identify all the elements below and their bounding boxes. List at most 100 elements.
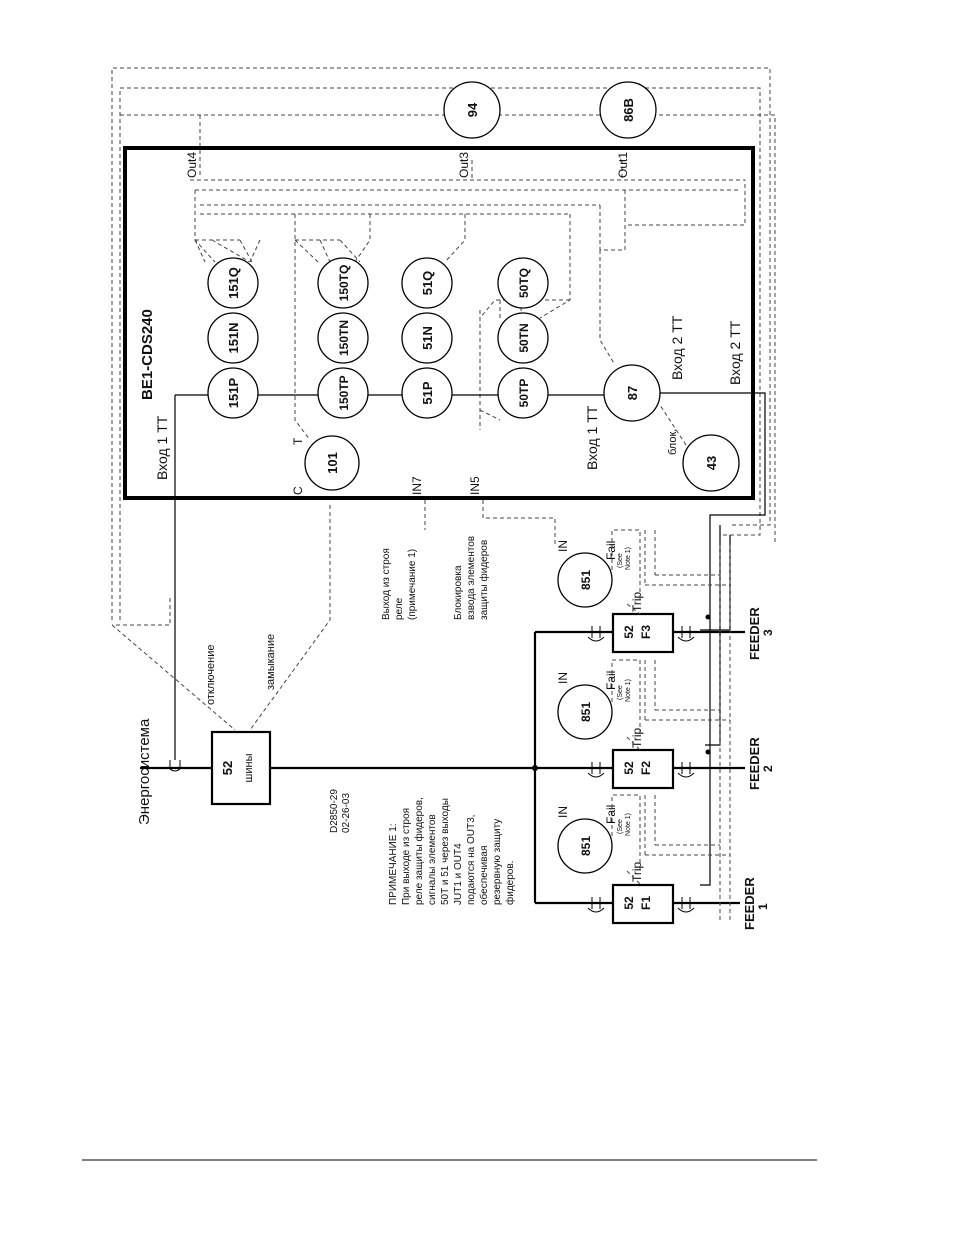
svg-text:Fail: Fail bbox=[604, 671, 618, 690]
block-label: блок. bbox=[667, 429, 679, 455]
relay-box bbox=[123, 146, 755, 500]
svg-text:Note 1): Note 1) bbox=[625, 547, 632, 570]
main-breaker-num: 52 bbox=[220, 761, 235, 775]
svg-text:150TN: 150TN bbox=[337, 320, 351, 356]
svg-text:Блокировка: Блокировка bbox=[453, 565, 464, 620]
in7-label: IN7 bbox=[410, 476, 424, 495]
svg-text:94: 94 bbox=[465, 102, 480, 117]
svg-text:взвода элементов: взвода элементов bbox=[466, 536, 477, 620]
svg-text:При выходе из строя: При выходе из строя bbox=[401, 808, 412, 905]
input1-label: Вход 1 ТТ bbox=[154, 415, 170, 480]
svg-text:87: 87 bbox=[625, 386, 640, 400]
svg-text:50T и 51 через выходы: 50T и 51 через выходы bbox=[440, 798, 451, 905]
element-151N: 151N bbox=[207, 312, 259, 364]
svg-text:ПРИМЕЧАНИЕ 1:: ПРИМЕЧАНИЕ 1: bbox=[388, 823, 399, 905]
svg-text:150TP: 150TP bbox=[337, 375, 351, 410]
svg-text:Trip: Trip bbox=[630, 727, 644, 748]
element-51Q: 51Q bbox=[401, 257, 453, 309]
svg-text:защиты фидеров: защиты фидеров bbox=[478, 540, 490, 620]
element-151P: 151P bbox=[207, 367, 259, 419]
feeder-F1: 52 F1 851 Trip Fail IN (See Note 1) FEED… bbox=[535, 794, 770, 930]
svg-text:150TQ: 150TQ bbox=[337, 265, 351, 302]
svg-text:(примечание 1): (примечание 1) bbox=[407, 549, 418, 620]
element-50TQ: 50TQ bbox=[497, 257, 549, 309]
svg-text:51P: 51P bbox=[420, 381, 435, 404]
relay-fail-label: Выход из строя реле (примечание 1) bbox=[381, 548, 418, 620]
energy-system-label: Энергосистема bbox=[136, 718, 153, 825]
relay-elements: 151P 151N 151Q 150TP 150TN 150TQ 51P 51 bbox=[207, 257, 740, 492]
element-150TP: 150TP bbox=[317, 367, 369, 419]
svg-text:Fail: Fail bbox=[604, 541, 618, 560]
svg-text:50TQ: 50TQ bbox=[517, 268, 531, 298]
svg-text:(See: (See bbox=[617, 685, 624, 700]
svg-text:43: 43 bbox=[704, 456, 719, 470]
svg-text:52: 52 bbox=[622, 625, 636, 639]
svg-text:Fail: Fail bbox=[604, 805, 618, 824]
svg-text:Note 1): Note 1) bbox=[625, 679, 632, 702]
input2-label-outer: Вход 2 ТТ bbox=[727, 320, 743, 385]
feeder-relay-F2 bbox=[557, 684, 613, 740]
out4-label: Out4 bbox=[185, 152, 199, 178]
block-43-line bbox=[659, 404, 687, 446]
main-breaker bbox=[210, 730, 272, 806]
svg-text:обеспечивая: обеспечивая bbox=[478, 846, 490, 905]
svg-text:F1: F1 bbox=[639, 896, 653, 910]
svg-text:(See: (See bbox=[617, 819, 624, 834]
relay-86B: 86B bbox=[599, 81, 657, 139]
svg-text:50TP: 50TP bbox=[517, 379, 531, 408]
note-block: ПРИМЕЧАНИЕ 1: При выходе из строя реле з… bbox=[388, 797, 516, 905]
svg-text:86B: 86B bbox=[621, 98, 636, 122]
svg-text:реле: реле bbox=[394, 597, 405, 620]
feeder-relay-F3 bbox=[557, 552, 613, 608]
svg-text:151N: 151N bbox=[226, 322, 241, 353]
svg-text:1: 1 bbox=[756, 903, 770, 910]
breaker-F2 bbox=[611, 748, 675, 790]
feeder-F3: 52 F3 851 Trip Fail IN (See Note 1) FEED… bbox=[535, 529, 775, 660]
svg-text:JUT1 и OUT4: JUT1 и OUT4 bbox=[453, 843, 464, 905]
svg-text:сигналы элементов: сигналы элементов bbox=[427, 814, 438, 905]
outer-dashed-wiring bbox=[111, 67, 776, 731]
main-breaker-sub: шины bbox=[243, 753, 255, 782]
svg-text:851: 851 bbox=[579, 570, 593, 590]
element-51N: 51N bbox=[401, 312, 453, 364]
svg-text:F3: F3 bbox=[639, 625, 653, 639]
svg-text:52: 52 bbox=[622, 896, 636, 910]
out1-label: Out1 bbox=[616, 152, 630, 178]
element-51P: 51P bbox=[401, 367, 453, 419]
close-label: замыкание bbox=[265, 634, 277, 690]
svg-text:подаются на OUT3,: подаются на OUT3, bbox=[466, 815, 477, 905]
out3-label: Out3 bbox=[457, 152, 471, 178]
relay-title: BE1-CDS240 bbox=[139, 309, 156, 400]
svg-text:851: 851 bbox=[579, 702, 593, 722]
element-150TQ: 150TQ bbox=[317, 257, 369, 309]
c-label: C bbox=[291, 486, 305, 495]
svg-text:50TN: 50TN bbox=[517, 323, 531, 352]
svg-text:резервную защиту: резервную защиту bbox=[492, 819, 503, 905]
svg-text:F2: F2 bbox=[639, 761, 653, 775]
svg-text:51Q: 51Q bbox=[420, 271, 435, 296]
feeder-relay-F1 bbox=[557, 818, 613, 874]
element-50TP: 50TP bbox=[497, 367, 549, 419]
internal-dashed-wiring bbox=[190, 179, 746, 441]
svg-text:фидеров.: фидеров. bbox=[504, 861, 516, 905]
element-50TN: 50TN bbox=[497, 312, 549, 364]
svg-text:реле защиты фидеров,: реле защиты фидеров, bbox=[413, 797, 425, 905]
input2-label: Вход 2 ТТ bbox=[669, 315, 685, 380]
main-ct bbox=[167, 760, 183, 772]
svg-text:IN: IN bbox=[556, 672, 570, 684]
svg-text:101: 101 bbox=[325, 452, 340, 474]
feeder-label-3: FEEDER bbox=[747, 607, 762, 660]
feeder-label-2: FEEDER bbox=[747, 737, 762, 790]
svg-text:151Q: 151Q bbox=[226, 267, 241, 299]
svg-text:851: 851 bbox=[579, 836, 593, 856]
element-43: 43 bbox=[682, 434, 740, 492]
breaker-F1 bbox=[611, 883, 675, 925]
element-150TN: 150TN bbox=[317, 312, 369, 364]
svg-text:D2850-29: D2850-29 bbox=[329, 789, 340, 833]
svg-text:51N: 51N bbox=[420, 326, 435, 350]
svg-text:Выход из строя: Выход из строя bbox=[381, 548, 392, 620]
relay-94: 94 bbox=[443, 81, 501, 139]
t-label: T bbox=[291, 437, 305, 445]
breaker-F3 bbox=[611, 612, 675, 654]
